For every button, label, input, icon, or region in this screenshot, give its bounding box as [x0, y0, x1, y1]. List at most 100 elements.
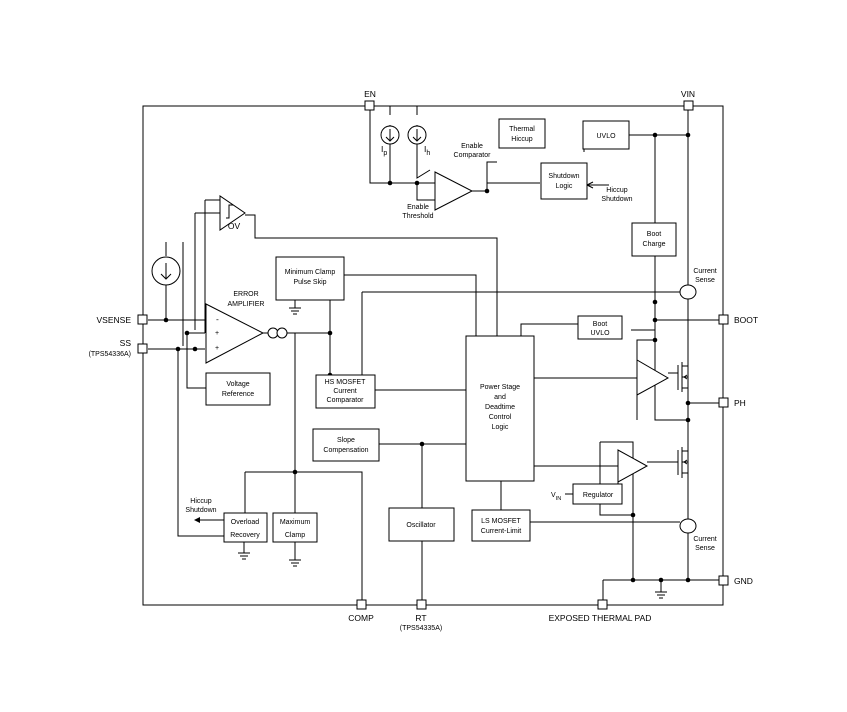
hs-gate-driver-symbol: [636, 359, 670, 396]
enable-threshold-label-1: Enable: [407, 204, 429, 211]
ls-mosfet-current-limit-block: [471, 509, 531, 542]
ls-mosfet-text-1: LS MOSFET: [481, 518, 521, 525]
ls-gate-driver-symbol: [617, 449, 649, 483]
error-amplifier-label-2: AMPLIFIER: [228, 301, 265, 308]
boot-charge-text-2: Charge: [643, 241, 666, 248]
power-stage-text-1: Power Stage: [480, 384, 520, 391]
current-sense-top-1: Current: [693, 268, 716, 275]
pin-thermal-pad: [597, 599, 608, 610]
slope-compensation-block: [312, 428, 380, 462]
ih-label: Ih: [424, 144, 430, 157]
thermal-hiccup-text-1: Thermal: [509, 126, 535, 133]
hiccup-shutdown-left-1: Hiccup: [190, 498, 212, 505]
power-stage-text-4: Control: [489, 414, 512, 421]
error-amp-plus-2: +: [215, 345, 219, 352]
hs-mosfet-comparator-block: [315, 374, 376, 409]
minimum-clamp-block: [275, 256, 345, 301]
oscillator-text: Oscillator: [406, 522, 436, 529]
boot-uvlo-block: [577, 315, 623, 340]
pin-vsense: [137, 314, 148, 325]
enable-comparator-label-1: Enable: [461, 143, 483, 150]
pin-thermal-pad-label: EXPOSED THERMAL PAD: [549, 613, 652, 623]
error-amp-plus-1: +: [215, 330, 219, 337]
uvlo-block: [582, 120, 630, 150]
shutdown-logic-block: [540, 162, 588, 200]
junction-dots: [163, 132, 691, 583]
power-stage-text-2: and: [494, 394, 506, 401]
ground-symbol-2: [238, 552, 250, 560]
hiccup-shutdown-left-2: Shutdown: [185, 507, 216, 514]
shutdown-logic-text-1: Shutdown: [548, 173, 579, 180]
pin-comp-label: COMP: [348, 613, 374, 623]
hs-mosfet-text-1: HS MOSFET: [325, 379, 367, 386]
ls-mosfet-text-2: Current-Limit: [481, 528, 522, 535]
voltage-reference-text-1: Voltage: [226, 381, 249, 388]
pin-gnd: [718, 575, 729, 586]
boot-uvlo-text-1: Boot: [593, 321, 607, 328]
current-sense-top-2: Sense: [695, 277, 715, 284]
slope-comp-text-1: Slope: [337, 437, 355, 444]
current-sense-bottom-1: Current: [693, 536, 716, 543]
boot-uvlo-text-2: UVLO: [590, 330, 610, 337]
overload-recovery-block: [223, 512, 268, 543]
pin-en-label: EN: [364, 89, 376, 99]
hs-mosfet-text-2: Current: [333, 388, 356, 395]
ip-label: Ip: [381, 144, 387, 157]
wires: [148, 106, 723, 605]
pin-ss: [137, 343, 148, 354]
pin-en: [364, 100, 375, 111]
regulator-text: Regulator: [583, 492, 614, 499]
boot-charge-text-1: Boot: [647, 231, 661, 238]
power-stage-text-5: Logic: [492, 424, 509, 431]
pin-rt-label: RT: [415, 613, 426, 623]
error-amplifier-symbol: [205, 303, 265, 364]
ls-mosfet-symbol: [677, 447, 688, 478]
pin-boot: [718, 314, 729, 325]
enable-threshold-label-2: Threshold: [402, 213, 433, 220]
oscillator-block: [388, 507, 455, 542]
hiccup-shutdown-right-2: Shutdown: [601, 196, 632, 203]
hiccup-arrow: [194, 517, 200, 523]
chip-boundary: [142, 105, 724, 606]
pins: [137, 100, 729, 610]
pin-ph: [718, 397, 729, 408]
overload-recovery-text-1: Overload: [231, 519, 260, 526]
pin-ss-note: (TPS54336A): [89, 351, 131, 358]
ground-symbol-3: [289, 559, 301, 567]
pin-gnd-label: GND: [734, 576, 753, 586]
current-sense-bottom-2: Sense: [695, 545, 715, 552]
current-source-ih: [407, 125, 427, 170]
overload-recovery-text-2: Recovery: [230, 532, 260, 539]
pin-vin-label: VIN: [681, 89, 695, 99]
transconductance-circle-2: [276, 327, 288, 339]
shutdown-logic-text-2: Logic: [556, 183, 573, 190]
pin-rt-note: (TPS54335A): [400, 625, 442, 632]
voltage-reference-text-2: Reference: [222, 391, 254, 398]
current-source-ip: [380, 125, 400, 183]
hs-mosfet-text-3: Comparator: [327, 397, 365, 404]
pin-vin: [683, 100, 694, 111]
pin-rt: [416, 599, 427, 610]
error-amp-minus: -: [216, 314, 219, 324]
enable-comparator-symbol: [434, 171, 474, 211]
voltage-reference-block: [205, 372, 271, 406]
current-sense-top-symbol: [679, 284, 697, 300]
pin-comp: [356, 599, 367, 610]
maximum-clamp-text-1: Maximum: [280, 519, 311, 526]
hs-mosfet-symbol: [677, 352, 689, 403]
ground-symbol-4: [655, 591, 667, 599]
error-amplifier-label-1: ERROR: [233, 291, 258, 298]
hiccup-shutdown-right-1: Hiccup: [606, 187, 628, 194]
ov-label: OV: [228, 221, 241, 231]
maximum-clamp-block: [272, 512, 318, 543]
pin-vsense-label: VSENSE: [97, 315, 132, 325]
power-stage-text-3: Deadtime: [485, 404, 515, 411]
pin-boot-label: BOOT: [734, 315, 758, 325]
uvlo-text: UVLO: [596, 133, 616, 140]
current-sense-bottom-symbol: [679, 518, 697, 534]
slope-comp-text-2: Compensation: [323, 447, 368, 454]
thermal-hiccup-block: [498, 118, 546, 149]
minimum-clamp-text-2: Pulse Skip: [293, 279, 326, 286]
